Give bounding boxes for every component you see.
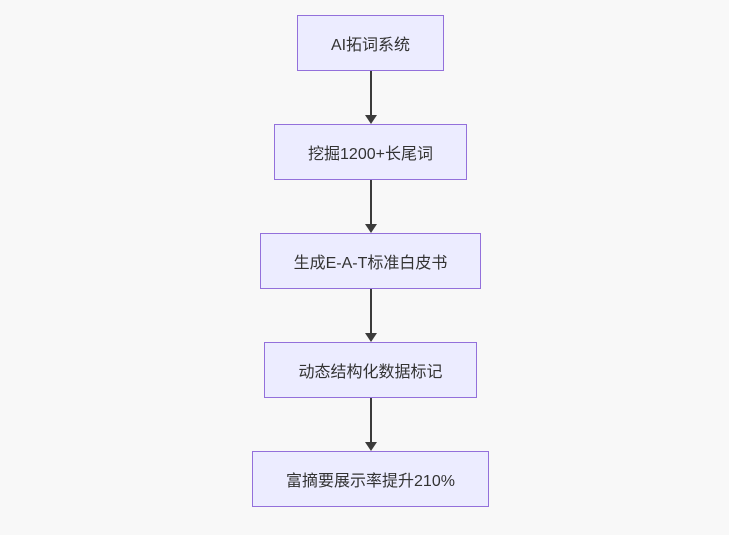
- node-longtail-mining: 挖掘1200+长尾词: [274, 124, 467, 180]
- arrow-line: [369, 398, 372, 444]
- flow-arrow-2: [364, 180, 378, 233]
- arrow-down-icon: [364, 442, 377, 451]
- arrow-down-icon: [364, 333, 377, 342]
- node-label: 挖掘1200+长尾词: [308, 146, 433, 163]
- arrow-line: [369, 180, 372, 226]
- arrow-line: [369, 71, 372, 117]
- node-structured-data-markup: 动态结构化数据标记: [264, 342, 477, 398]
- flow-arrow-4: [364, 398, 378, 451]
- node-label: AI拓词系统: [330, 37, 411, 54]
- arrow-down-icon: [364, 115, 377, 124]
- node-label: 富摘要展示率提升210%: [286, 473, 455, 490]
- arrow-line: [369, 289, 372, 335]
- flow-arrow-1: [364, 71, 378, 124]
- flowchart: AI拓词系统 挖掘1200+长尾词 生成E-A-T标准白皮书 动态结构化数据标记…: [6, 15, 729, 507]
- node-eat-whitepaper: 生成E-A-T标准白皮书: [259, 233, 482, 289]
- node-label: 动态结构化数据标记: [298, 364, 443, 381]
- node-rich-snippet-result: 富摘要展示率提升210%: [252, 451, 489, 507]
- flow-arrow-3: [364, 289, 378, 342]
- node-ai-keyword-system: AI拓词系统: [296, 15, 445, 71]
- arrow-down-icon: [364, 224, 377, 233]
- node-label: 生成E-A-T标准白皮书: [293, 255, 448, 272]
